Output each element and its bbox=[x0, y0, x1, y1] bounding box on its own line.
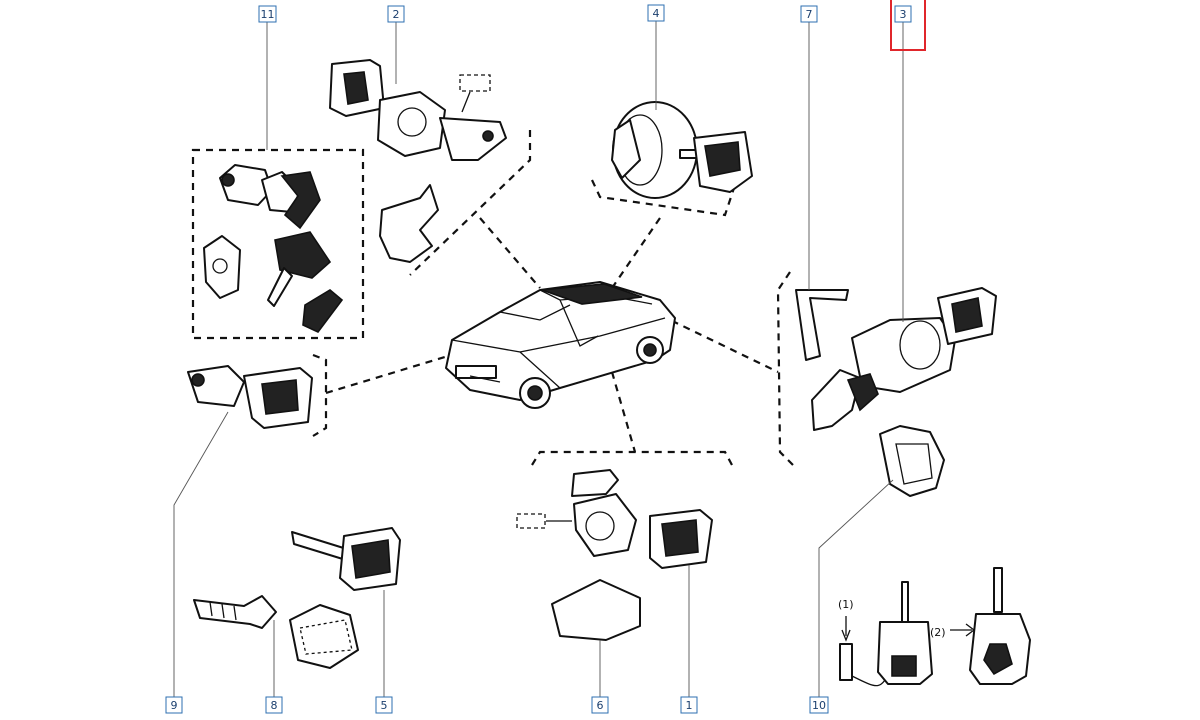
callout-1[interactable]: 1 bbox=[680, 696, 698, 714]
link-car-2 bbox=[479, 217, 541, 289]
svg-text:3: 3 bbox=[900, 8, 907, 21]
link-car-9 bbox=[325, 351, 459, 395]
lock-cylinder-9 bbox=[187, 365, 313, 429]
group-11-frame bbox=[191, 148, 365, 340]
svg-text:5: 5 bbox=[381, 699, 388, 712]
door-lock-3-7 bbox=[795, 287, 997, 497]
svg-text:2: 2 bbox=[393, 8, 400, 21]
svg-text:6: 6 bbox=[597, 699, 604, 712]
lock-set-11 bbox=[203, 164, 344, 333]
callout-10[interactable]: 10 bbox=[809, 696, 829, 714]
svg-text:11: 11 bbox=[261, 8, 275, 21]
group-4-bracket bbox=[591, 179, 737, 217]
group-1-bracket bbox=[531, 450, 733, 466]
key-blank-8 bbox=[193, 595, 277, 629]
svg-text:8: 8 bbox=[271, 699, 278, 712]
link-car-4 bbox=[611, 217, 661, 289]
svg-text:1: 1 bbox=[686, 699, 693, 712]
link-car-7 bbox=[659, 314, 779, 373]
callout-5[interactable]: 5 bbox=[375, 696, 393, 714]
callout-9[interactable]: 9 bbox=[165, 696, 183, 714]
svg-text:7: 7 bbox=[806, 8, 813, 21]
callout-7[interactable]: 7 bbox=[800, 5, 818, 23]
fuel-cap-lock-4 bbox=[611, 101, 753, 199]
car-illustration bbox=[445, 281, 676, 409]
inset-label-1: (1) bbox=[838, 598, 854, 611]
lock-lever-2 bbox=[329, 59, 507, 263]
callout-8[interactable]: 8 bbox=[265, 696, 283, 714]
svg-text:4: 4 bbox=[653, 7, 660, 20]
lock-key-1 bbox=[516, 469, 713, 641]
callout-6[interactable]: 6 bbox=[591, 696, 609, 714]
callout-3[interactable]: 3 bbox=[894, 5, 912, 23]
svg-text:9: 9 bbox=[171, 699, 178, 712]
leader-lines bbox=[173, 20, 904, 698]
svg-text:10: 10 bbox=[812, 699, 826, 712]
link-car-1 bbox=[610, 371, 637, 453]
inset-label-2: (2) bbox=[930, 626, 946, 639]
callout-4[interactable]: 4 bbox=[647, 4, 665, 22]
group-9-bracket bbox=[312, 353, 328, 437]
group-2-bracket bbox=[409, 130, 532, 276]
key-types-inset: (1) (2) bbox=[838, 567, 1031, 687]
callout-11[interactable]: 11 bbox=[258, 5, 277, 23]
callout-2[interactable]: 2 bbox=[387, 5, 405, 23]
group-7-bracket bbox=[776, 271, 794, 466]
key-5 bbox=[289, 527, 401, 669]
callout-highlight-3 bbox=[890, 0, 926, 51]
